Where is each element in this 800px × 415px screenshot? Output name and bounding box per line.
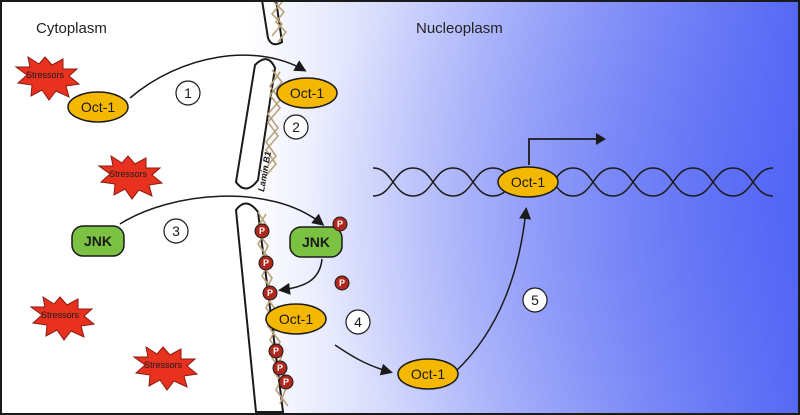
oct1-shape	[497, 166, 559, 198]
svg-text:1: 1	[184, 85, 192, 101]
dna-double-helix	[372, 167, 774, 197]
jnk-label: JNK	[84, 233, 112, 249]
svg-text:P: P	[263, 258, 269, 268]
lamin-fiber	[263, 71, 282, 171]
nuclear-envelope	[234, 0, 285, 413]
phosphate-lamina-3: P	[262, 285, 278, 301]
stressor-1: Stressors	[14, 55, 81, 101]
nucleoplasm-glow	[250, 2, 798, 413]
arrow-jnk-import	[119, 195, 325, 226]
phosphate-lamina-6: P	[278, 374, 294, 390]
oct1-cytoplasmic: Oct-1	[67, 91, 129, 123]
arrow-oct1-import	[129, 54, 307, 99]
oct1-label: Oct-1	[81, 99, 115, 115]
phosphate-groups: P P P P P P P P	[254, 216, 350, 390]
oct1-label: Oct-1	[511, 174, 545, 190]
arrow-jnk-phosphorylate	[278, 258, 323, 295]
oct1-label: Oct-1	[411, 366, 445, 382]
dna-strand-2	[372, 167, 774, 197]
svg-text:P: P	[283, 377, 289, 387]
phosphate-free: P	[334, 275, 350, 291]
oct1-dna-bound: Oct-1	[497, 166, 559, 198]
step-markers: 1 2 3 4 5	[163, 80, 548, 335]
oct1-released: Oct-1	[397, 358, 459, 390]
step-1: 1	[175, 80, 201, 106]
jnk-cytoplasmic: JNK	[71, 225, 125, 257]
oct1-shape	[67, 91, 129, 123]
stressor-icon	[14, 55, 81, 101]
transcription-start-arrow	[528, 133, 606, 165]
stressor-label: Stressors	[26, 70, 65, 80]
envelope-segment-top	[260, 0, 284, 46]
svg-text:4: 4	[354, 314, 362, 330]
arrow-oct1-to-dna	[454, 207, 532, 373]
stressor-label: Stressors	[144, 360, 183, 370]
step-2: 2	[283, 114, 309, 140]
oct1-shape	[397, 358, 459, 390]
svg-text:3: 3	[172, 223, 180, 239]
svg-text:P: P	[259, 226, 265, 236]
step-4: 4	[345, 309, 371, 335]
svg-text:2: 2	[292, 119, 300, 135]
svg-text:5: 5	[531, 292, 539, 308]
oct1-phosphorylated: Oct-1	[265, 303, 327, 335]
stressor-3: Stressors	[29, 295, 96, 341]
stressor-icon	[29, 295, 96, 341]
arrow-oct1-release	[334, 344, 393, 376]
svg-text:P: P	[273, 346, 279, 356]
svg-text:P: P	[267, 288, 273, 298]
nucleoplasm-label: Nucleoplasm	[416, 20, 503, 37]
pathway-arrows	[119, 54, 532, 376]
step-5: 5	[522, 287, 548, 313]
lamin-fiber	[273, 1, 288, 43]
oct1-shape	[265, 303, 327, 335]
phosphate-lamina-5: P	[272, 360, 288, 376]
jnk-shape	[289, 226, 343, 258]
stressor-icon	[97, 154, 164, 200]
stressor-4: Stressors	[132, 345, 199, 391]
stressor-label: Stressors	[41, 310, 80, 320]
step-3: 3	[163, 218, 189, 244]
svg-text:P: P	[277, 363, 283, 373]
oct1-label: Oct-1	[279, 311, 313, 327]
phosphate-on-jnk: P	[332, 216, 348, 232]
stressor-label: Stressors	[109, 169, 148, 179]
oct1-at-lamina: Oct-1	[276, 77, 338, 109]
jnk-shape	[71, 225, 125, 257]
dna-strand-1	[372, 167, 774, 197]
oct1-label: Oct-1	[290, 85, 324, 101]
stressor-2: Stressors	[97, 154, 164, 200]
jnk-activated: JNK	[289, 226, 343, 258]
jnk-label: JNK	[302, 234, 330, 250]
phosphate-lamina-1: P	[254, 223, 270, 239]
svg-text:P: P	[337, 219, 343, 229]
gene-promoter-icon	[528, 138, 596, 165]
oct1-shape	[276, 77, 338, 109]
arrowhead-icon	[596, 133, 606, 145]
cytoplasm-label: Cytoplasm	[36, 20, 107, 37]
svg-text:P: P	[339, 278, 345, 288]
envelope-segment-middle	[234, 58, 277, 190]
phosphate-lamina-4: P	[268, 343, 284, 359]
phosphate-lamina-2: P	[258, 255, 274, 271]
lamin-fiber	[270, 1, 284, 37]
stressor-icon	[132, 345, 199, 391]
